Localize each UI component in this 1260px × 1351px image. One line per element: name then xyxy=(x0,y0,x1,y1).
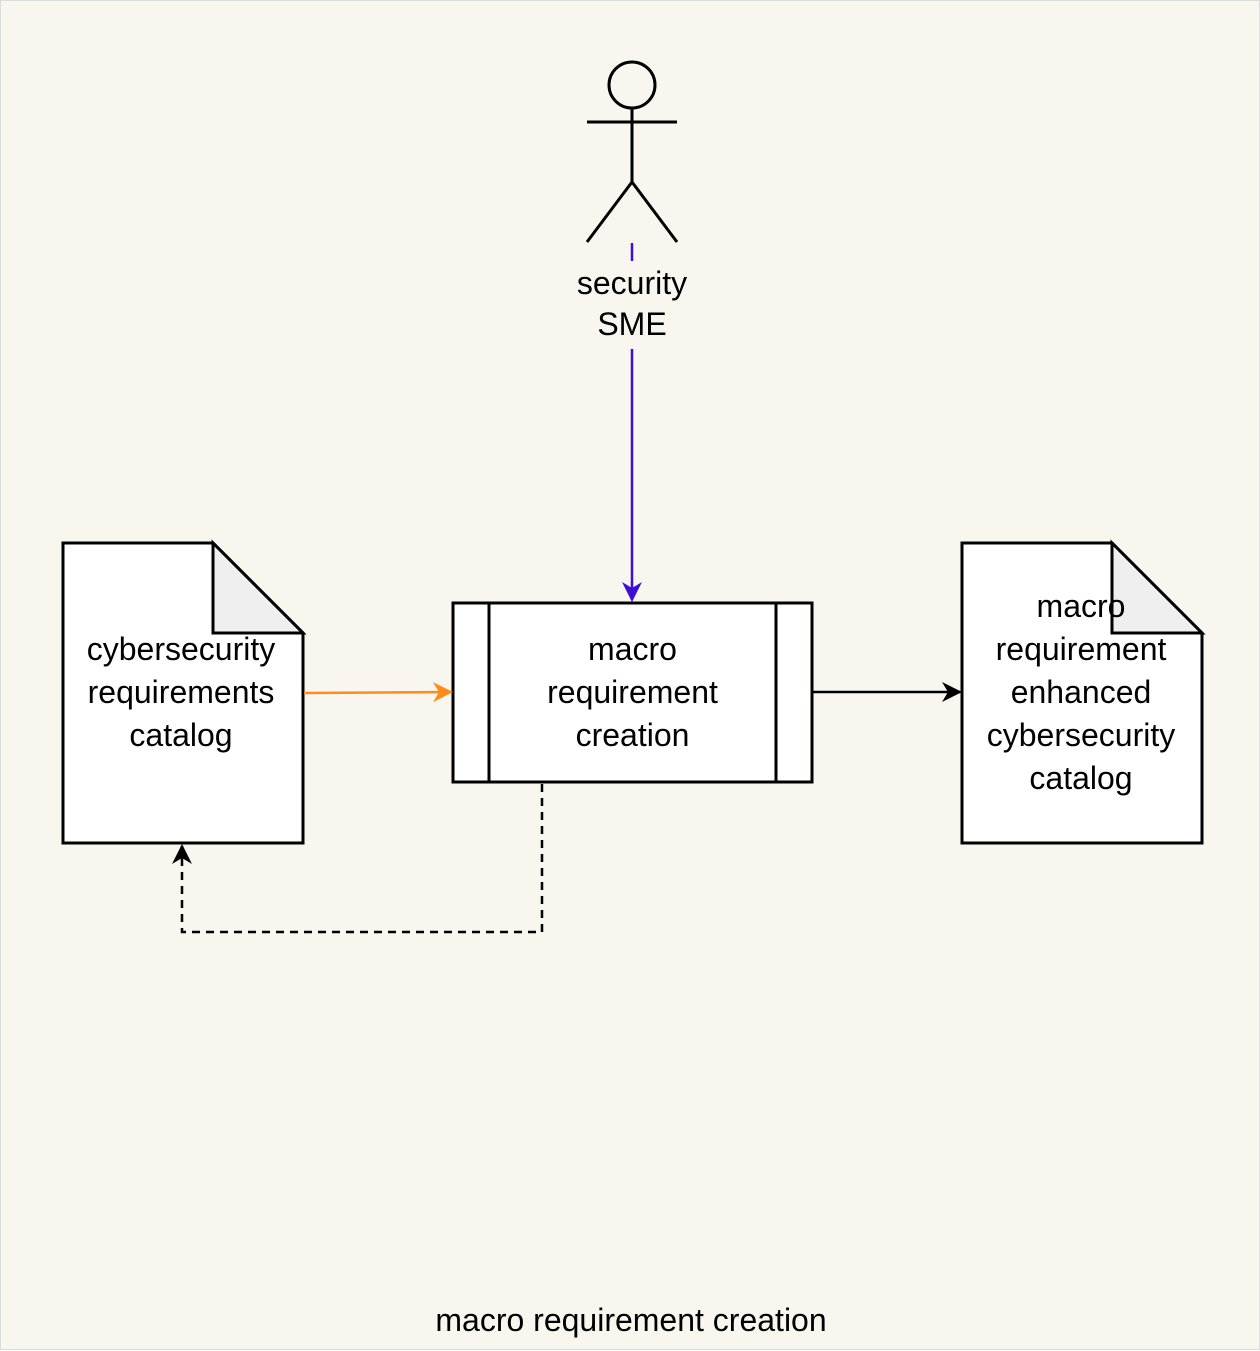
output-document-label-line: requirement xyxy=(995,631,1167,667)
process-box-shape[interactable] xyxy=(451,601,814,784)
actor-figure-icon[interactable] xyxy=(585,60,679,243)
output-document-shape[interactable] xyxy=(960,539,1206,845)
process-box-outer xyxy=(451,601,814,784)
process-label-line: macro xyxy=(588,631,677,667)
actor-label-line: security xyxy=(576,265,688,301)
input-document-shape[interactable] xyxy=(61,539,307,845)
input-document-label: cybersecurity requirements catalog xyxy=(63,628,299,757)
output-document-label-line: cybersecurity xyxy=(986,717,1176,753)
output-document-label-line: macro xyxy=(1036,588,1126,624)
input-document-fold xyxy=(211,539,307,635)
actor-label: security SME xyxy=(532,263,732,345)
process-label-line: requirement xyxy=(547,674,718,710)
actor-head xyxy=(607,60,657,110)
diagram-caption: macro requirement creation xyxy=(435,1302,827,1338)
edge-input-to-process[interactable] xyxy=(303,682,453,703)
input-document-label-line: requirements xyxy=(87,674,275,710)
actor-left-leg xyxy=(585,181,634,243)
process-label: macro requirement creation xyxy=(489,628,776,757)
output-document-label-line: enhanced xyxy=(1010,674,1152,710)
process-label-line: creation xyxy=(575,717,690,753)
edge-feedback-to-input[interactable] xyxy=(172,784,544,934)
output-document-label: macro requirement enhanced cybersecurity… xyxy=(962,585,1200,800)
actor-right-leg xyxy=(630,181,679,243)
output-document-fold xyxy=(1110,539,1206,635)
input-document-label-line: catalog xyxy=(129,717,233,753)
output-document-label-line: catalog xyxy=(1029,760,1133,796)
actor-label-line: SME xyxy=(597,306,667,342)
input-document-label-line: cybersecurity xyxy=(86,631,276,667)
